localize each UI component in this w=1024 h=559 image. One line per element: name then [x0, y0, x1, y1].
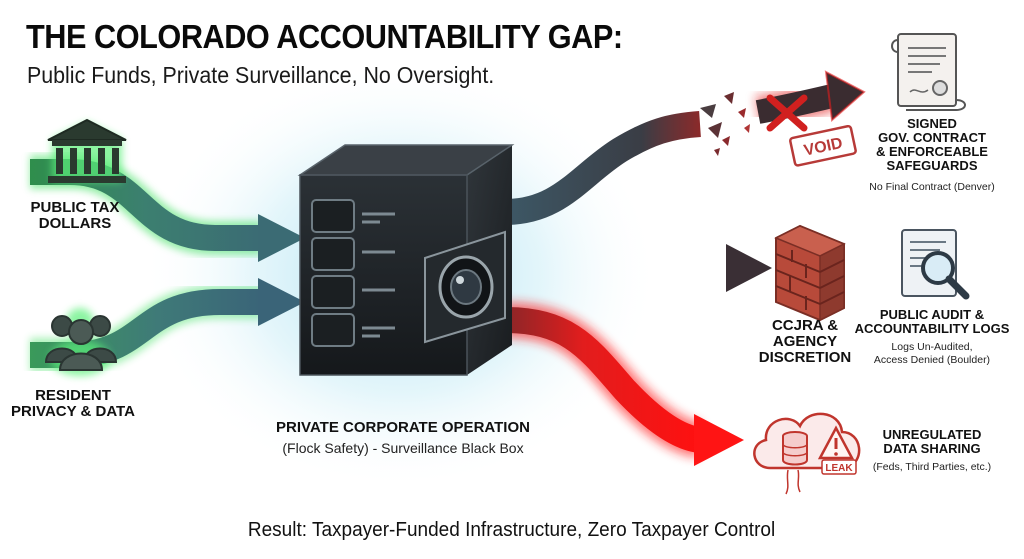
operation-label: PRIVATE CORPORATE OPERATION [276, 419, 530, 436]
audit-note: Logs Un-Audited, Access Denied (Boulder) [852, 341, 1012, 367]
leak-badge-text: LEAK [825, 463, 853, 474]
privacy-label: RESIDENT PRIVACY & DATA [8, 387, 138, 421]
sharing-label-line1: UNREGULATED [882, 427, 982, 442]
contract-label-line4: SAFEGUARDS [886, 158, 978, 174]
contract-label: SIGNED GOV. CONTRACT & ENFORCEABLE SAFEG… [862, 116, 1002, 174]
brick-wall-icon [774, 224, 846, 322]
audit-label-line1: PUBLIC AUDIT & [879, 307, 985, 322]
tax-label-line2: DOLLARS [38, 215, 112, 233]
ccjra-label: CCJRA & AGENCY DISCRETION [750, 317, 860, 367]
warning-icon: LEAK [817, 425, 857, 475]
result-caption: Result: Taxpayer-Funded Infrastructure, … [0, 519, 1024, 542]
sharing-flow-arrow [504, 302, 744, 466]
sharing-label: UNREGULATED DATA SHARING [852, 427, 1012, 457]
sharing-label-line2: DATA SHARING [883, 441, 981, 457]
audit-label: PUBLIC AUDIT & ACCOUNTABILITY LOGS [852, 307, 1012, 337]
privacy-label-line1: RESIDENT [35, 387, 111, 404]
result-caption-text: Result: Taxpayer-Funded Infrastructure, … [248, 519, 776, 541]
void-stamp: VOID [789, 124, 857, 167]
x-mark-icon [766, 94, 808, 132]
contract-label-line2: GOV. CONTRACT [878, 130, 986, 146]
contract-label-line1: SIGNED [907, 116, 957, 131]
audit-label-line2: ACCOUNTABILITY LOGS [854, 321, 1010, 337]
contract-note: No Final Contract (Denver) [869, 181, 995, 193]
bank-icon [47, 118, 127, 183]
tax-label: PUBLIC TAX DOLLARS [20, 199, 130, 233]
camera-lens-icon [424, 230, 506, 344]
audit-note-line1: Logs Un-Audited, [891, 341, 973, 353]
people-icon [44, 308, 118, 376]
ccjra-label-line2: AGENCY [772, 333, 838, 351]
tax-label-line1: PUBLIC TAX [30, 199, 120, 216]
privacy-label-line2: PRIVACY & DATA [11, 403, 135, 421]
operation-sublabel: (Flock Safety) - Surveillance Black Box [282, 440, 524, 456]
ccjra-flow-arrow [505, 244, 772, 292]
audit-note-line2: Access Denied (Boulder) [873, 354, 991, 367]
magnifier-document-icon [901, 229, 970, 300]
sharing-note: (Feds, Third Parties, etc.) [872, 461, 992, 473]
contract-label-line3: & ENFORCEABLE [876, 144, 988, 160]
document-icon [891, 33, 966, 111]
ccjra-label-line1: CCJRA & [771, 317, 839, 334]
page-subtitle: Public Funds, Private Surveillance, No O… [27, 62, 495, 88]
page-title: THE COLORADO ACCOUNTABILITY GAP: [26, 18, 623, 55]
ccjra-label-line3: DISCRETION [758, 349, 852, 367]
